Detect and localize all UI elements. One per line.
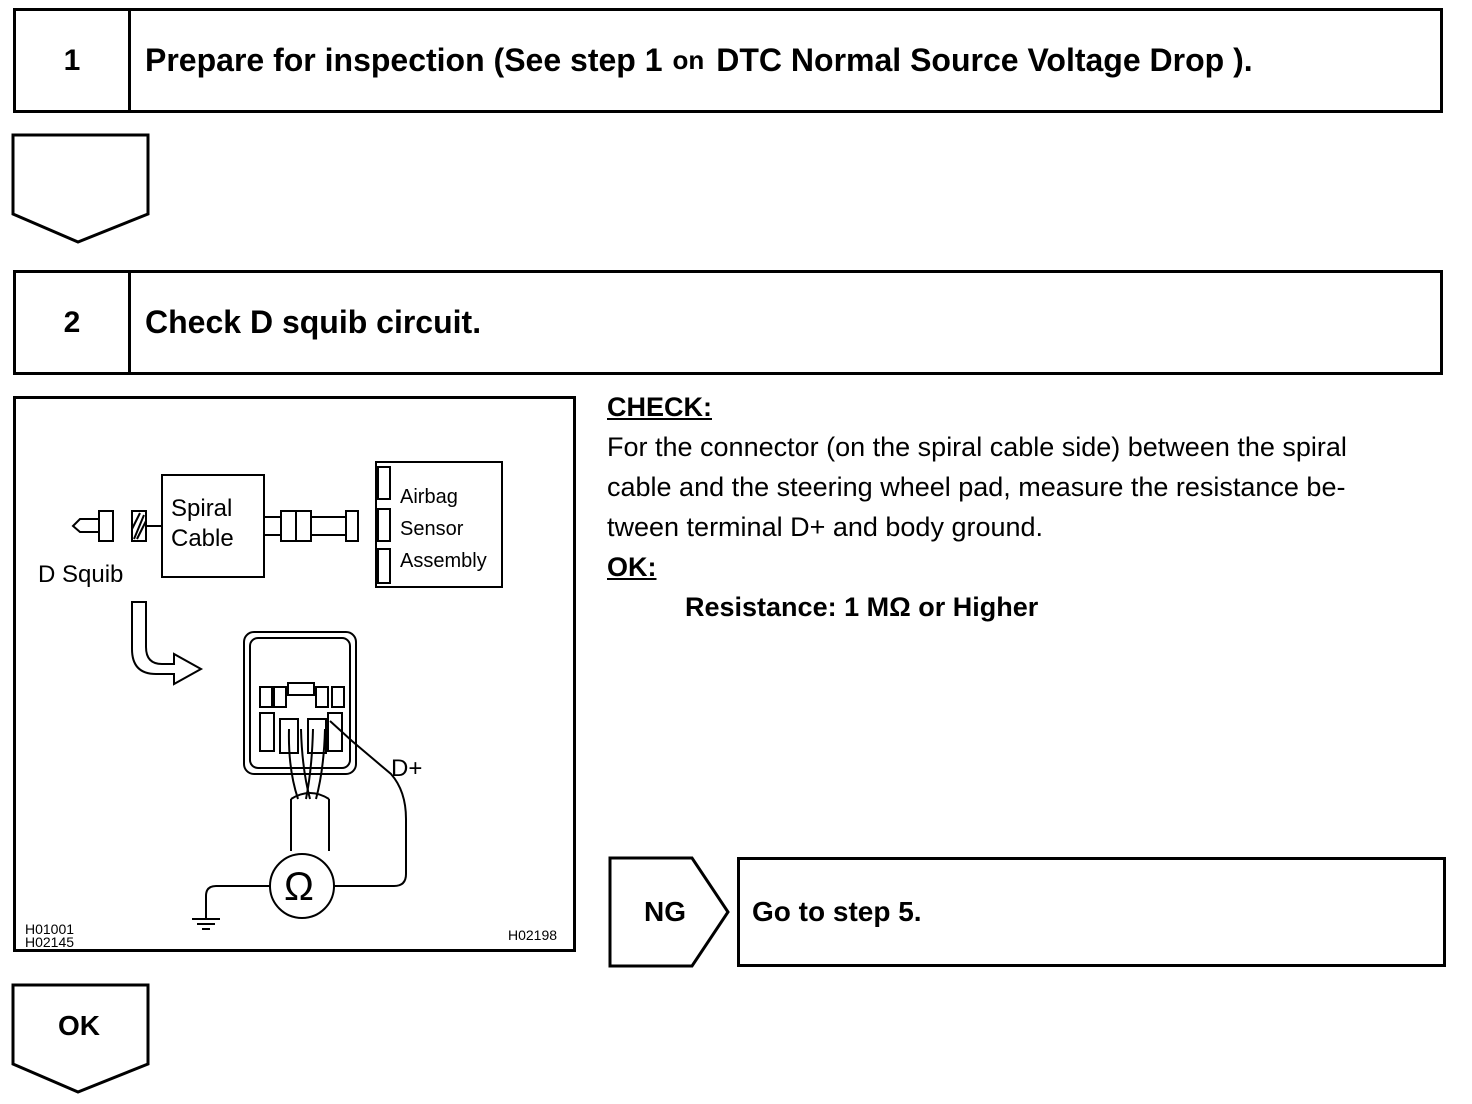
step-1-box: 1 Prepare for inspection (See step 1 on … [13,8,1443,113]
resistance-spec: Resistance: 1 MΩ or Higher [685,592,1039,622]
ok-label: OK [58,1010,100,1041]
label-sensor: Sensor [400,518,464,540]
label-d-squib: D Squib [38,561,124,588]
ng-action-text: Go to step 5. [752,896,922,927]
label-cable: Cable [171,525,234,552]
step-1-title: Prepare for inspection (See step 1 on DT… [131,11,1440,110]
flow-arrow-1 [11,133,150,244]
step-1-title-on: on [672,45,705,75]
step-1-number: 1 [16,11,131,110]
circuit-diagram [71,461,503,930]
ng-label: NG [644,896,686,927]
ok-heading: OK: [607,552,657,582]
label-airbag: Airbag [400,486,458,508]
step-1-title-part-b: DTC Normal Source Voltage Drop ). [716,42,1253,78]
figure-code-left-2: H02145 [25,934,75,950]
label-assembly: Assembly [400,550,487,572]
check-line-2: cable and the steering wheel pad, measur… [607,472,1346,502]
label-d-plus: D+ [391,755,423,782]
step-2-title: Check D squib circuit. [145,304,482,340]
ng-arrow [608,856,730,968]
step-1-title-part-a: Prepare for inspection (See step 1 [145,42,663,78]
label-spiral: Spiral [171,495,233,522]
check-line-3: tween terminal D+ and body ground. [607,512,1044,542]
step-2-number: 2 [16,273,131,372]
circuit-figure: Spiral Cable D Squib Airbag Sensor Assem… [13,396,576,952]
check-heading: CHECK: [607,392,712,422]
ng-action-box: Go to step 5. [737,857,1446,967]
ohm-symbol: Ω [284,865,314,909]
figure-code-left-1: H01001 [25,921,75,937]
step-2-box: 2 Check D squib circuit. [13,270,1443,375]
ok-arrow [11,983,150,1094]
figure-code-right: H02198 [508,927,558,943]
check-line-1: For the connector (on the spiral cable s… [607,432,1347,462]
